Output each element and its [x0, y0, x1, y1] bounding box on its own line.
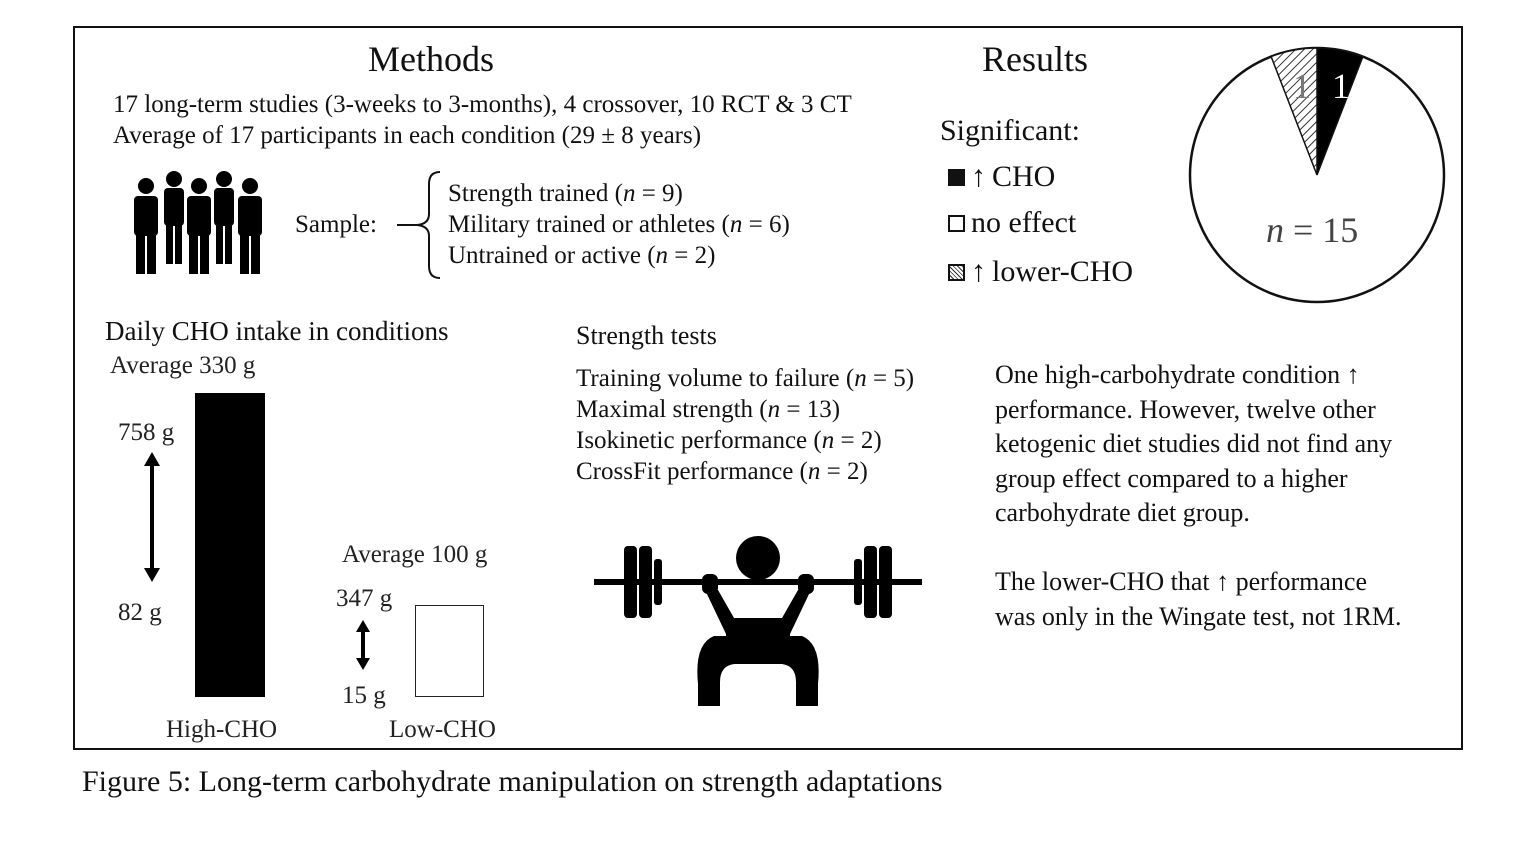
- high-range-arrow: [144, 452, 160, 582]
- high-cho-bar: [195, 393, 265, 697]
- high-cho-label: High-CHO: [166, 716, 278, 743]
- legend-swatch-white: [948, 214, 965, 232]
- sample-item: Strength trained (n = 9): [448, 180, 683, 207]
- legend-swatch-black: [948, 168, 965, 186]
- low-average-label: Average 100 g: [342, 541, 488, 568]
- legend-swatch-hatched: [948, 263, 965, 281]
- low-cho-bar: [415, 605, 484, 697]
- legend-title: Significant:: [940, 114, 1080, 147]
- sample-brace: [397, 171, 441, 279]
- legend-item-cho: ↑CHO: [948, 160, 1055, 194]
- group-of-people-icon: [134, 171, 262, 274]
- high-min-label: 82 g: [118, 599, 162, 626]
- sample-item: Untrained or active (n = 2): [448, 242, 716, 269]
- results-paragraph-2: The lower-CHO that ↑ performance was onl…: [995, 567, 1402, 631]
- legend-item-lower-cho: ↑lower-CHO: [948, 255, 1133, 289]
- squat-barbell-icon: [594, 536, 922, 706]
- legend-item-no-effect: no effect: [948, 206, 1076, 240]
- pie-label-lower-cho: 1: [1293, 66, 1311, 106]
- results-paragraph-1: One high-carbohydrate condition ↑ perfor…: [995, 360, 1393, 527]
- low-cho-label: Low-CHO: [389, 716, 496, 743]
- sample-label: Sample:: [295, 211, 377, 238]
- methods-participants-line: Average of 17 participants in each condi…: [113, 122, 702, 149]
- strength-title: Strength tests: [576, 321, 717, 350]
- results-title: Results: [982, 39, 1089, 79]
- intake-title: Daily CHO intake in conditions: [105, 316, 449, 346]
- strength-item: Isokinetic performance (n = 2): [576, 427, 882, 454]
- figure-caption: Figure 5: Long-term carbohydrate manipul…: [82, 765, 943, 798]
- sample-item: Military trained or athletes (n = 6): [448, 211, 790, 238]
- low-min-label: 15 g: [342, 682, 386, 709]
- pie-label-no-effect: n = 15: [1266, 210, 1358, 250]
- strength-item: Training volume to failure (n = 5): [576, 365, 915, 392]
- strength-item: CrossFit performance (n = 2): [576, 458, 868, 485]
- results-pie-chart: 1 1 n = 15: [1188, 46, 1446, 304]
- high-max-label: 758 g: [118, 419, 175, 446]
- pie-label-cho: 1: [1332, 66, 1350, 106]
- methods-studies-line: 17 long-term studies (3-weeks to 3-month…: [113, 91, 852, 118]
- high-average-label: Average 330 g: [110, 352, 256, 379]
- strength-item: Maximal strength (n = 13): [576, 396, 841, 423]
- pie-slice-lower-cho: [1270, 47, 1318, 176]
- low-max-label: 347 g: [336, 585, 393, 612]
- low-range-arrow: [356, 620, 370, 670]
- methods-title: Methods: [368, 39, 494, 79]
- figure-frame: [73, 26, 1463, 750]
